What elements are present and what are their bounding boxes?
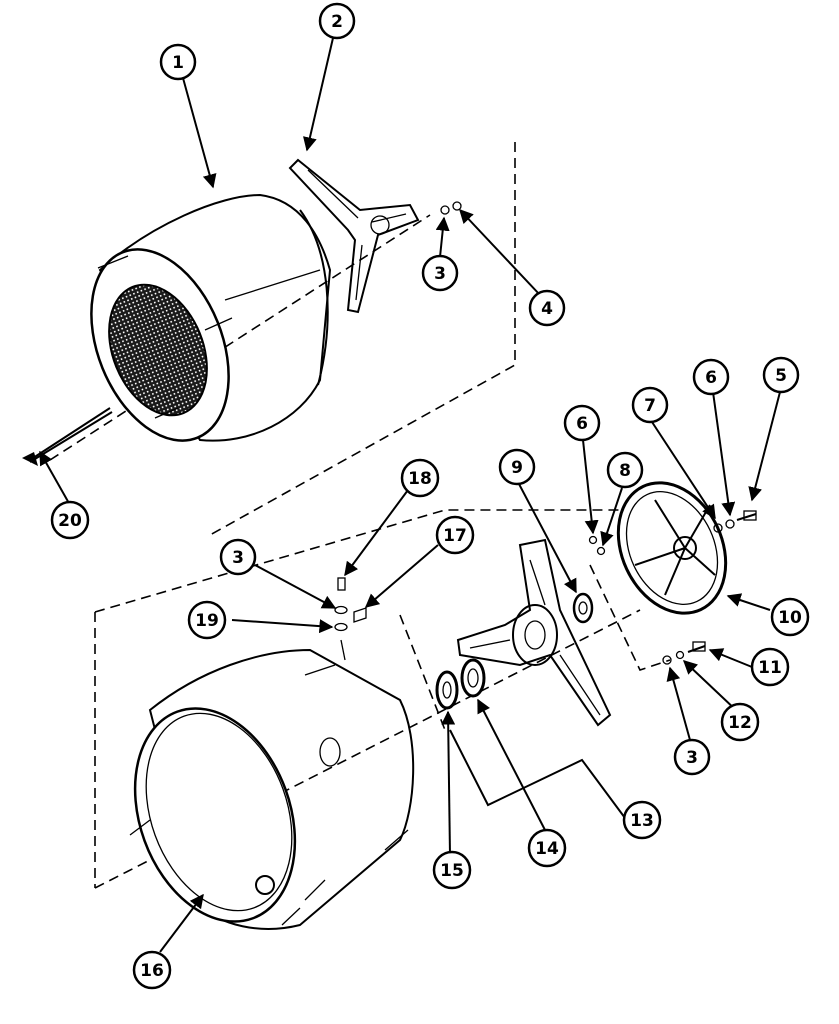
callout-6b: 6 (563, 404, 601, 442)
callout-12-label: 12 (728, 713, 752, 733)
callout-20-label: 20 (58, 511, 82, 531)
callout-3a: 3 (421, 254, 459, 292)
callout-7: 7 (631, 386, 669, 424)
callout-3b-label: 3 (686, 748, 698, 768)
callout-6a-label: 6 (705, 368, 717, 388)
callout-17-label: 17 (443, 526, 467, 546)
callout-18: 18 (400, 458, 440, 498)
assembly-boundary-lower (94, 509, 620, 888)
callout-8-label: 8 (619, 461, 631, 481)
drum-spider-lower (456, 538, 612, 727)
callout-19: 19 (187, 600, 227, 640)
callout-10: 10 (770, 597, 810, 637)
washer-nut-upper (440, 201, 462, 215)
callout-3c-label: 3 (232, 548, 244, 568)
axis-line-lower-b (399, 564, 671, 731)
callout-6a: 6 (692, 358, 730, 396)
callout-7-label: 7 (644, 396, 656, 416)
callout-3b: 3 (673, 738, 711, 776)
frame-bolt-group (662, 641, 706, 665)
callout-20: 20 (50, 500, 90, 540)
drum-basket (90, 193, 332, 442)
callout-17: 17 (435, 515, 475, 555)
leader-lines (39, 37, 781, 953)
callout-2: 2 (318, 2, 356, 40)
callout-9-label: 9 (511, 458, 523, 478)
assembly-boundary-upper (209, 142, 516, 536)
callout-5a: 5 (762, 356, 800, 394)
callout-16-label: 16 (140, 961, 164, 981)
callout-2-label: 2 (331, 12, 343, 32)
callout-13-label: 13 (630, 811, 654, 831)
callout-19-label: 19 (195, 611, 219, 631)
callout-3a-label: 3 (434, 264, 446, 284)
callout-15-label: 15 (440, 861, 464, 881)
callout-4: 4 (528, 289, 566, 327)
callout-3c: 3 (219, 538, 257, 576)
callout-5a-label: 5 (775, 366, 787, 386)
axis-line-upper (49, 214, 431, 461)
callout-14: 14 (527, 828, 567, 868)
callout-11: 11 (750, 647, 790, 687)
seal-bearing (435, 658, 486, 710)
callout-1: 1 (159, 43, 197, 81)
callout-4-label: 4 (541, 299, 553, 319)
bearing-rear (572, 592, 594, 624)
callout-13: 13 (622, 800, 662, 840)
callout-18-label: 18 (408, 469, 432, 489)
callout-10-label: 10 (778, 608, 802, 628)
drive-pulley (616, 481, 728, 615)
outer-tub (129, 648, 415, 930)
callout-6b-label: 6 (576, 414, 588, 434)
callout-15: 15 (432, 850, 472, 890)
callout-12: 12 (720, 702, 760, 742)
callout-9: 9 (498, 448, 536, 486)
tub-fasteners (334, 577, 367, 661)
callout-11-label: 11 (758, 658, 782, 678)
callout-8: 8 (606, 451, 644, 489)
callout-14-label: 14 (535, 839, 559, 859)
callout-1-label: 1 (172, 53, 184, 73)
pulley-bolt-group (713, 510, 757, 533)
callout-16: 16 (132, 950, 172, 990)
pulley-hardware-small (588, 535, 606, 556)
drum-bolt (22, 407, 113, 466)
drum-spider-upper (288, 158, 420, 314)
